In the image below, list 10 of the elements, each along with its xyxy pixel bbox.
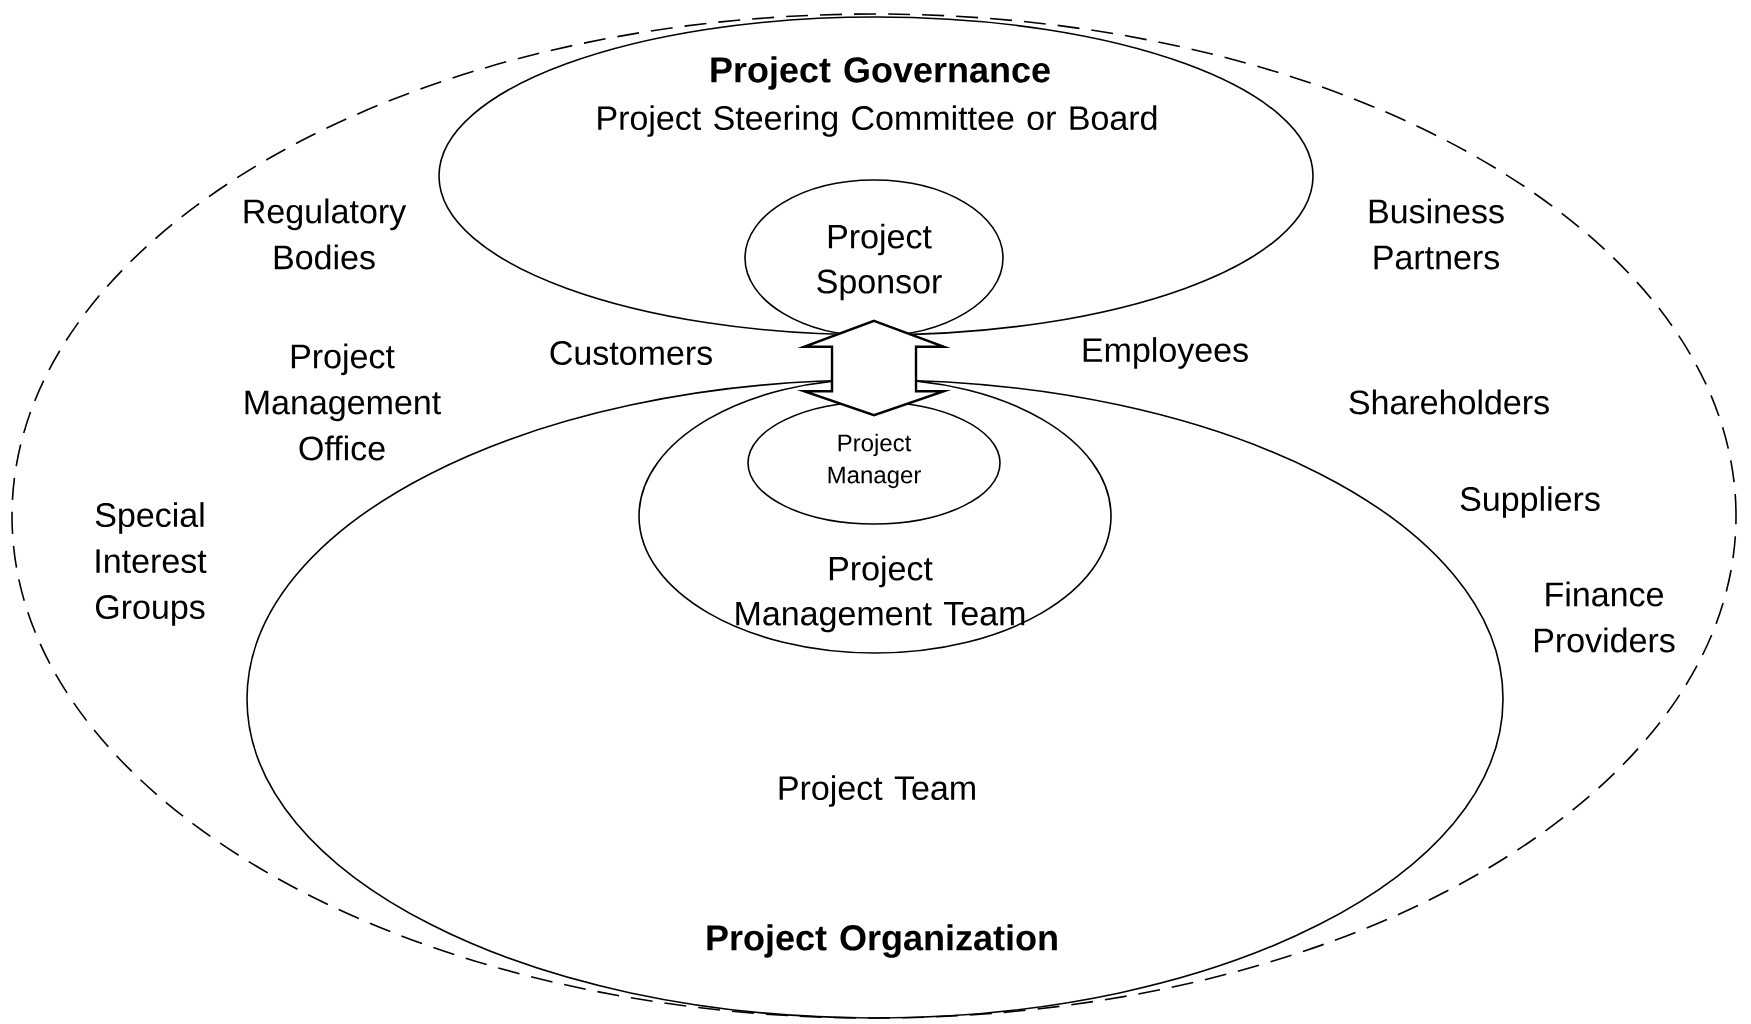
stakeholder-label: Business Partners — [1369, 198, 1504, 270]
stakeholder-label: Employees — [1083, 337, 1248, 369]
stakeholder-label: Suppliers — [1460, 486, 1600, 518]
stakeholder-label: Special Interest Groups — [95, 502, 207, 626]
stakeholder-label: Project Management Office — [245, 343, 441, 461]
stakeholder-label: Customers — [550, 340, 712, 366]
stakeholder-label: Regulatory Bodies — [244, 198, 407, 270]
block-arrow — [796, 319, 952, 417]
stakeholder-label: Shareholders — [1349, 389, 1549, 415]
stakeholder-label: Finance Providers — [1535, 581, 1675, 653]
